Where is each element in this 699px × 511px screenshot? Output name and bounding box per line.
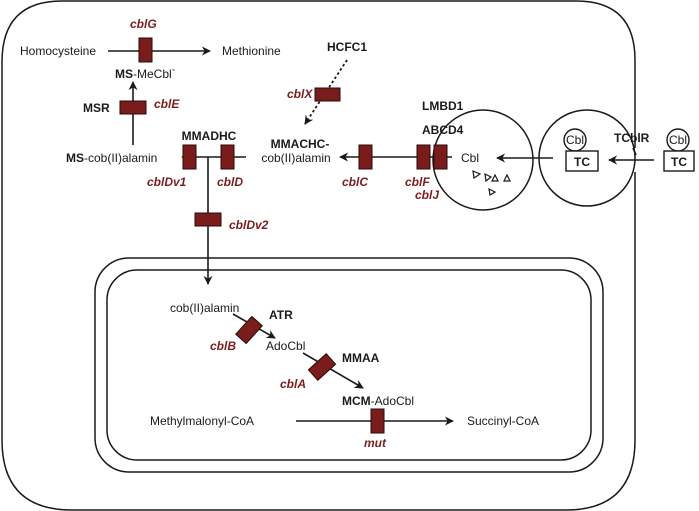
cblDv1-label: cblDv1 [147, 175, 187, 189]
ms-mecbl-rest: -MeCbl` [133, 67, 176, 81]
cblA-label: cblA [280, 377, 306, 391]
mcm-adocbl-label: MCM-AdoCbl [342, 394, 414, 408]
cblB-block [235, 315, 263, 345]
cblF-block [416, 144, 431, 170]
cbl-label: Cbl [669, 133, 687, 147]
mito-cob-label: cob(II)alamin [170, 301, 239, 315]
methionine-label: Methionine [222, 44, 281, 58]
msr-label: MSR [83, 101, 110, 115]
mut-block [370, 408, 385, 434]
mmachc-label: MMACHC- [271, 137, 330, 151]
cblA-block [307, 353, 337, 381]
cblB-label: cblB [210, 339, 236, 353]
mitochondrion-outer-membrane [94, 257, 604, 473]
degraded-protein-triangles [472, 170, 511, 196]
cblE-block [119, 100, 147, 115]
adocbl-label: AdoCbl [266, 339, 305, 353]
cblJ-block [433, 144, 448, 170]
cblX-block [314, 87, 341, 102]
cblX-label: cblX [287, 87, 313, 101]
mmadhc-label: MMADHC [182, 129, 237, 143]
mut-label: mut [364, 436, 387, 450]
mmaa-label: MMAA [342, 351, 380, 365]
ms-bold: MS [115, 67, 133, 81]
ms-cob-label: MS-cob(II)alamin [66, 151, 157, 165]
ms-bold: MS [66, 151, 84, 165]
cbl-tc-complex-outside: Cbl TC [663, 128, 695, 172]
methylmalonyl-coa-label: Methylmalonyl-CoA [150, 414, 254, 428]
cblDv2-label: cblDv2 [229, 218, 269, 232]
cbl-label: Cbl [566, 133, 584, 147]
mcm-bold: MCM [342, 394, 371, 408]
lysosome [432, 109, 534, 211]
cblC-block [358, 144, 373, 170]
atr-label: ATR [269, 308, 293, 322]
lmbd1-label: LMBD1 [422, 99, 464, 113]
cblJ-label: cblJ [415, 188, 439, 202]
abcd4-label: ABCD4 [422, 123, 464, 137]
hcfc1-label: HCFC1 [327, 40, 367, 54]
lysosome-cbl-label: Cbl [461, 151, 479, 165]
ms-mecbl-label: MS-MeCbl` [115, 67, 176, 81]
mcm-rest: -AdoCbl [371, 394, 414, 408]
succinyl-coa-label: Succinyl-CoA [467, 414, 539, 428]
tc-label: TC [671, 155, 687, 169]
cblD-label: cblD [217, 175, 243, 189]
cblG-label: cblG [130, 17, 157, 31]
ms-cob-rest: -cob(II)alamin [84, 151, 157, 165]
cblDv2-block [194, 212, 222, 227]
mmachc-cob-label: cob(II)alamin [261, 151, 330, 165]
mitochondrion-inner-membrane [106, 269, 592, 461]
tc-label: TC [574, 155, 590, 169]
tcblr-notch [632, 147, 637, 156]
cell-membrane [1, 0, 636, 511]
cblE-label: cblE [154, 97, 180, 111]
tcblr-label: TCblR [614, 131, 650, 145]
cblDv1-block [182, 144, 197, 170]
cblG-block [138, 37, 153, 63]
cblD-block [220, 144, 235, 170]
cblC-label: cblC [342, 175, 368, 189]
homocysteine-label: Homocysteine [20, 44, 96, 58]
cblF-label: cblF [405, 175, 430, 189]
cbl-tc-complex-endosome: Cbl TC [563, 128, 599, 172]
mmaa-arrow [302, 352, 364, 389]
